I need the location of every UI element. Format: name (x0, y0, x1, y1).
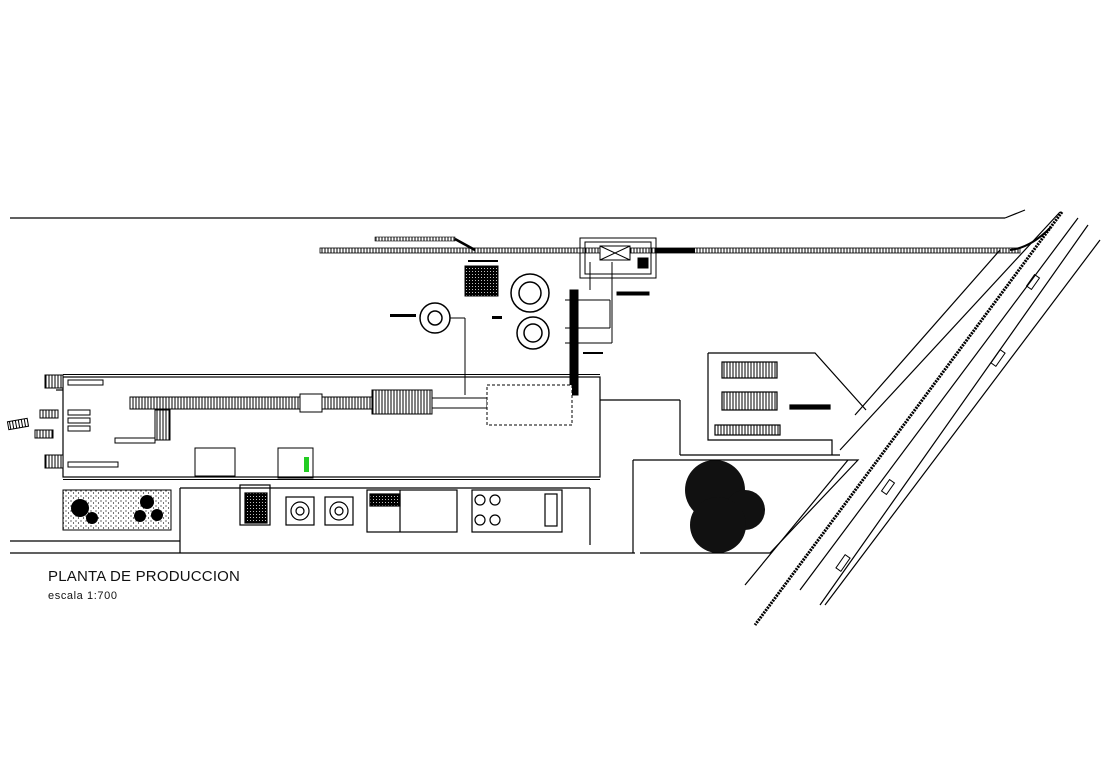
production-line (129, 384, 573, 441)
site-boundary (10, 209, 1026, 554)
column-grid (63, 374, 600, 480)
utility-block (464, 265, 499, 297)
hall-equipment (6, 374, 314, 479)
railway-diagonal (753, 211, 1064, 626)
diagonal-road (744, 211, 1101, 606)
loading-station (579, 237, 657, 296)
vehicles (835, 273, 1041, 572)
parking-area (707, 352, 867, 455)
garden-area (62, 489, 172, 531)
silos (419, 273, 550, 350)
green-marker (304, 457, 309, 472)
drawing-title: PLANTA DE PRODUCCION (48, 568, 241, 585)
lower-lot (632, 459, 860, 554)
tree-cluster (685, 460, 765, 553)
drawing-scale: escala 1:700 (48, 590, 118, 602)
treatment-units (179, 484, 591, 553)
railway-top (319, 227, 1051, 254)
